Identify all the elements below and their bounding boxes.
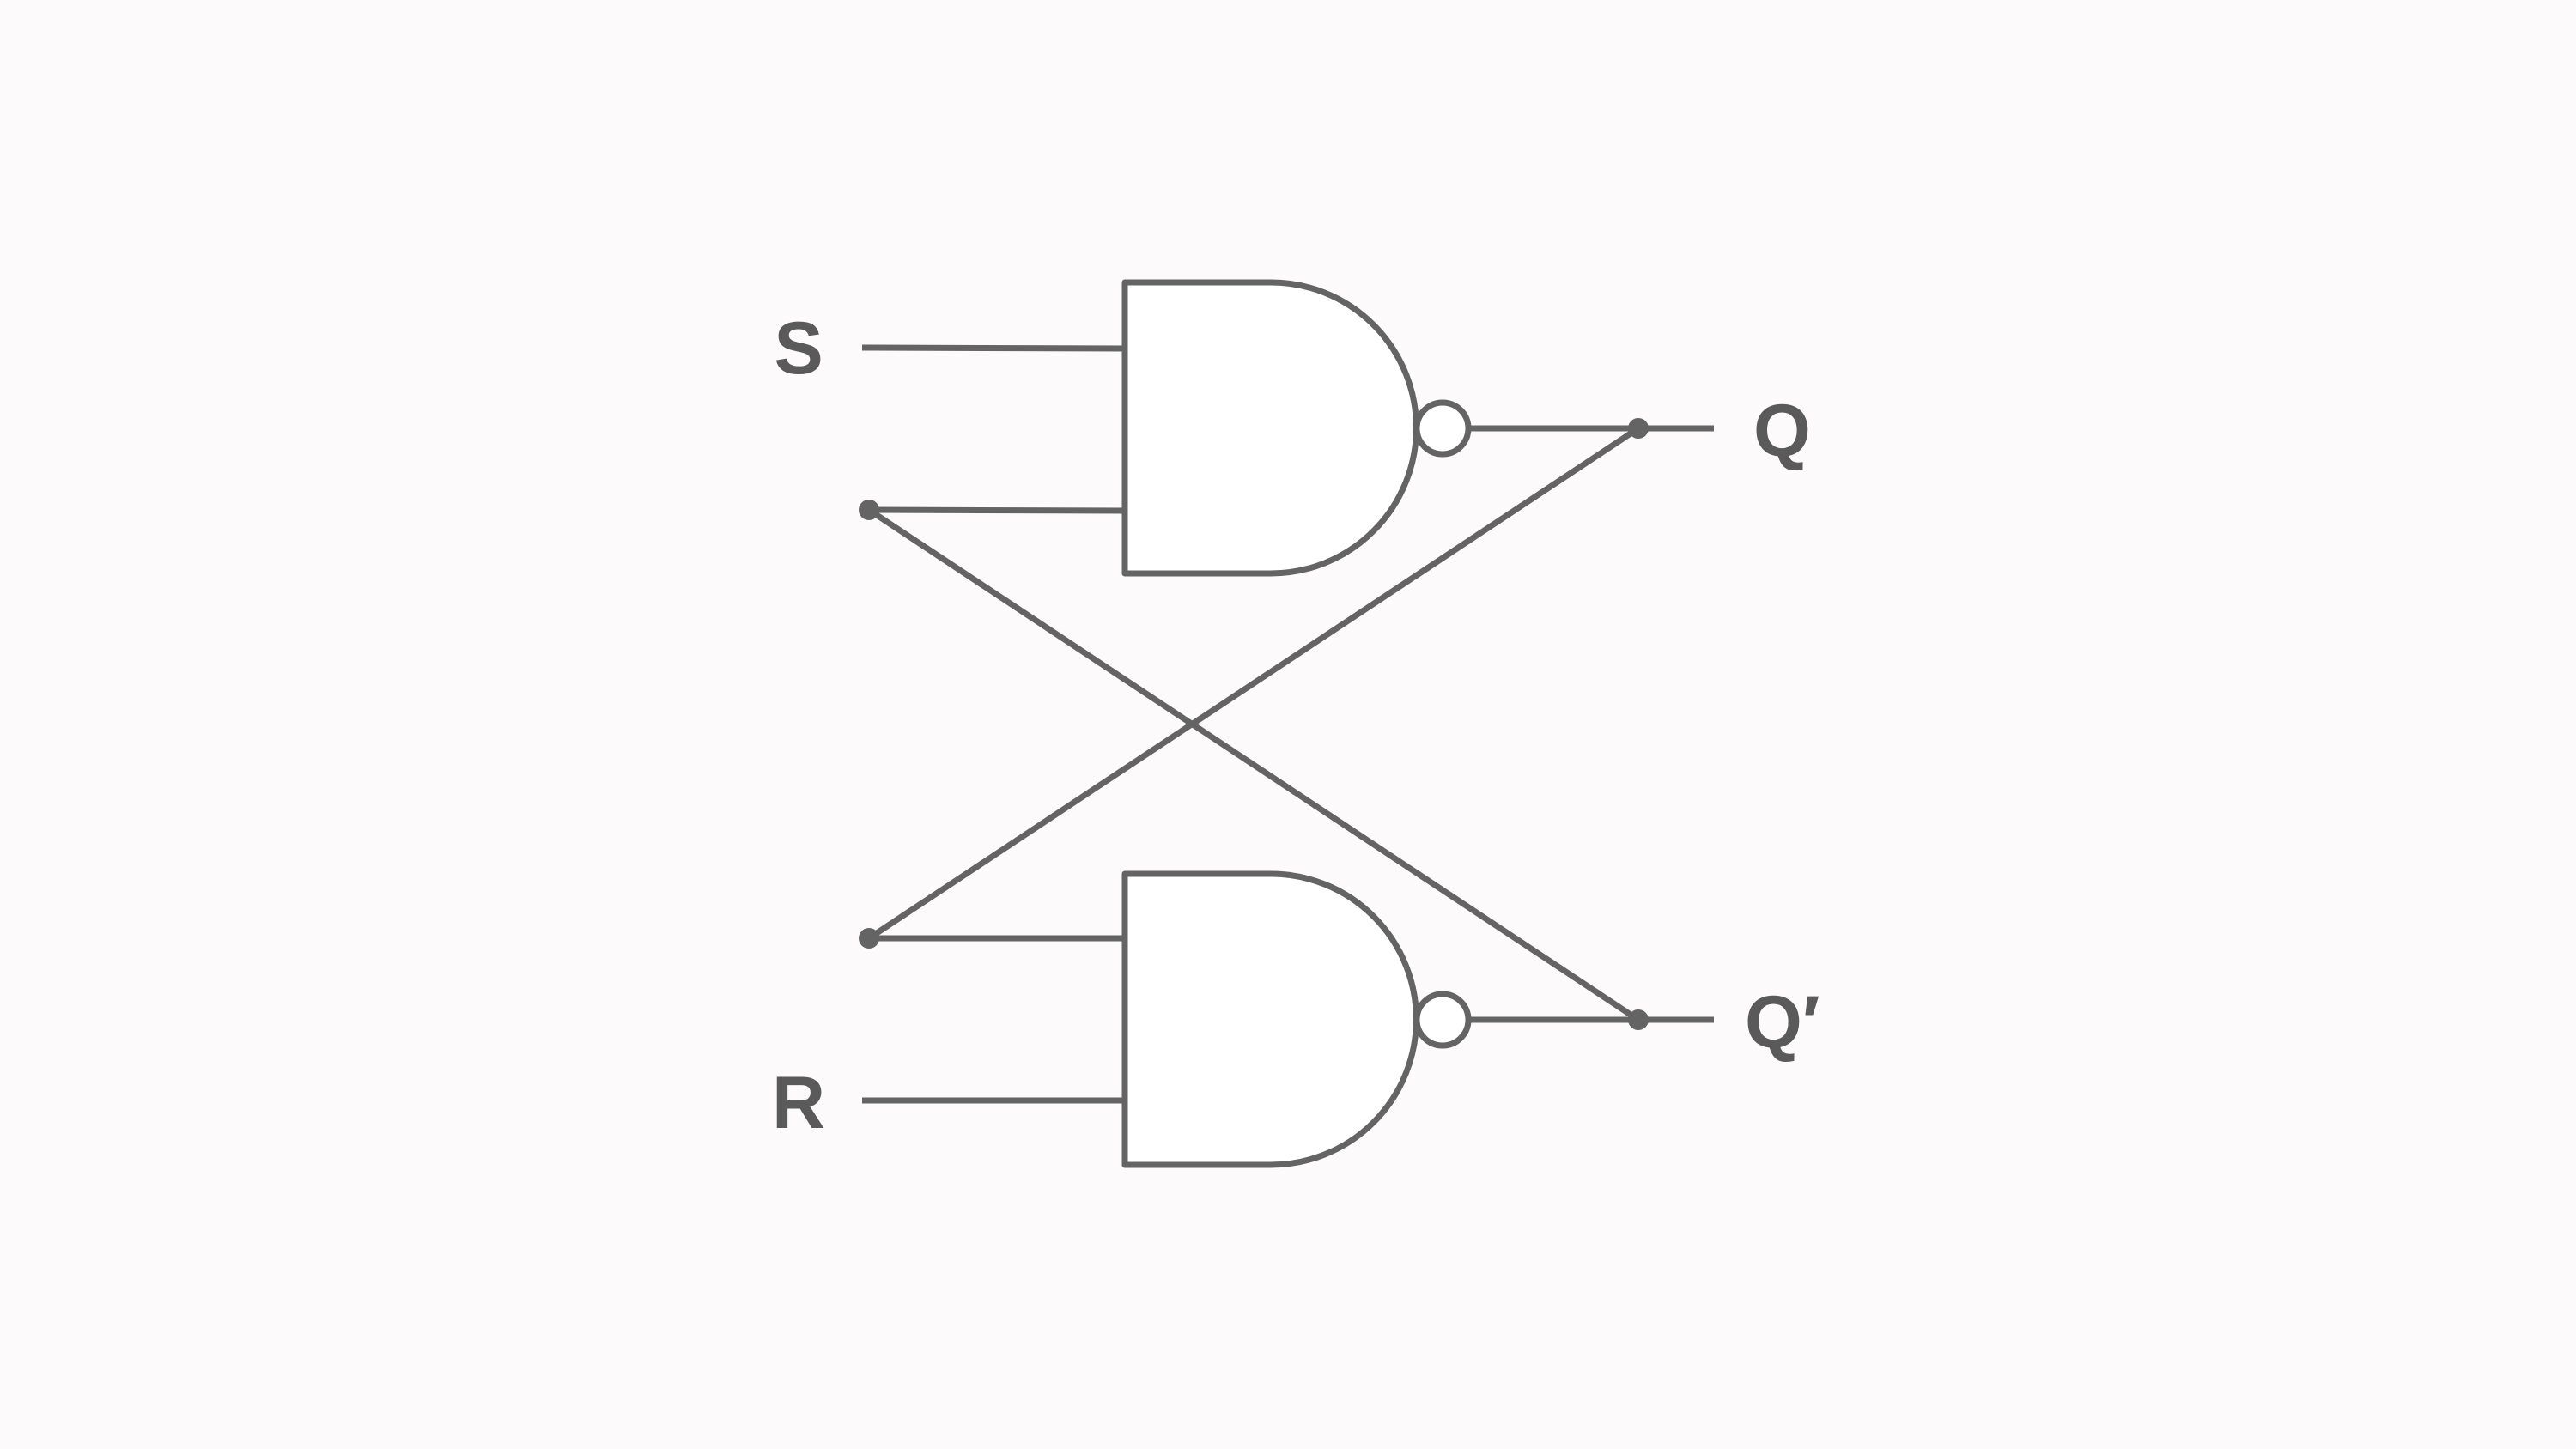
- bottom-nand-inversion-bubble: [1413, 991, 1472, 1049]
- bottom-nand-gate: [1121, 870, 1419, 1168]
- top-nand-inversion-bubble: [1413, 399, 1472, 458]
- q-feedback-cross-wire: [867, 426, 1640, 941]
- q-bar-label: Q′: [1745, 981, 1820, 1064]
- q-label: Q: [1753, 390, 1811, 472]
- qbar-junction-dot: [1628, 1009, 1649, 1030]
- q-junction-dot: [1628, 418, 1649, 439]
- qbar-feedback-cross-wire: [867, 507, 1640, 1022]
- r-label: R: [772, 1062, 825, 1144]
- top-gate-feedback-input-wire: [868, 506, 1126, 514]
- top-nand-gate: [1121, 279, 1419, 577]
- s-input-wire: [861, 344, 1126, 352]
- bottom-feedback-junction-dot: [859, 928, 879, 949]
- s-label: S: [774, 307, 823, 390]
- top-feedback-junction-dot: [859, 500, 879, 520]
